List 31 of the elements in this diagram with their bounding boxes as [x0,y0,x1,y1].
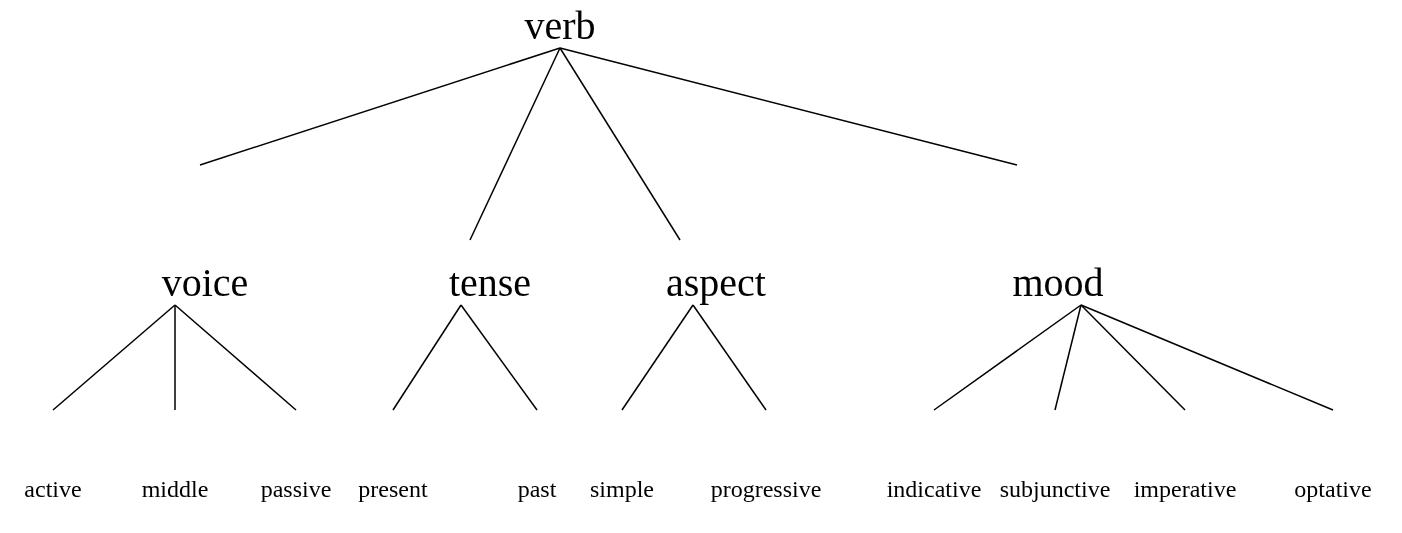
tree-branch-line [174,304,176,411]
tree-branch-line [174,304,297,411]
leaf-term: middle [141,475,209,502]
leaf-term: active [24,475,82,502]
tree-branch-line [52,304,176,411]
leaf-term: passive [260,475,332,502]
leaf-term: past [517,475,557,502]
tree-branch-line [1080,304,1334,411]
leaf-term: indicative [886,475,982,502]
tree-branch-line [933,304,1082,411]
category-term: voice [161,261,249,305]
category-term: aspect [666,261,766,305]
category-term: mood [1012,261,1104,305]
tree-branch-line [621,304,694,411]
tree-branch-line [1080,304,1186,411]
tree-branch-line [1054,304,1082,411]
leaf-term: subjunctive [999,475,1111,502]
root-term: verb [524,4,596,48]
tree-branch-line [559,47,1018,166]
tree-branch-line [199,47,561,166]
leaf-term: present [358,475,428,502]
leaf-term: imperative [1133,475,1237,502]
category-term: tense [448,261,532,305]
tree-branch-line [692,304,767,411]
leaf-term: simple [590,475,654,502]
tree-branch-line [392,304,462,411]
tree-branch-line [559,47,681,241]
leaf-term: optative [1294,475,1372,502]
tree-branch-line [469,47,561,241]
leaf-term: progressive [710,475,822,502]
tree-branch-line [460,304,538,411]
